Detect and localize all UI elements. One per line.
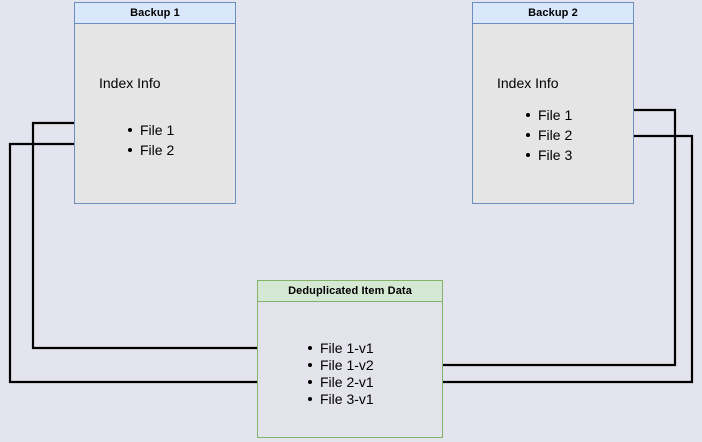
node-backup-2-header: Backup 2 — [473, 3, 633, 24]
node-backup-2-body: Index Info File 1 File 2 File 3 — [473, 24, 633, 203]
node-deduplicated-item-data-body: File 1-v1 File 1-v2 File 2-v1 File 3-v1 — [258, 302, 442, 437]
backup-2-file-list: File 1 File 2 File 3 — [525, 105, 572, 165]
list-item: File 3 — [525, 145, 572, 165]
list-item: File 3-v1 — [307, 391, 374, 408]
list-item: File 1 — [525, 105, 572, 125]
list-item: File 1 — [127, 120, 174, 140]
list-item: File 2-v1 — [307, 374, 374, 391]
list-item: File 2 — [525, 125, 572, 145]
node-deduplicated-item-data-header: Deduplicated Item Data — [258, 281, 442, 302]
list-item: File 2 — [127, 140, 174, 160]
backup-1-file-list: File 1 File 2 — [127, 120, 174, 160]
list-item: File 1-v1 — [307, 340, 374, 357]
backup-1-index-info-label: Index Info — [99, 75, 161, 91]
node-backup-1-header: Backup 1 — [75, 3, 235, 24]
list-item: File 1-v2 — [307, 357, 374, 374]
node-backup-1-body: Index Info File 1 File 2 — [75, 24, 235, 203]
node-backup-2[interactable]: Backup 2 Index Info File 1 File 2 File 3 — [472, 2, 634, 204]
node-deduplicated-item-data[interactable]: Deduplicated Item Data File 1-v1 File 1-… — [257, 280, 443, 438]
deduplicated-file-list: File 1-v1 File 1-v2 File 2-v1 File 3-v1 — [307, 340, 374, 408]
backup-2-index-info-label: Index Info — [497, 75, 559, 91]
node-backup-1[interactable]: Backup 1 Index Info File 1 File 2 — [74, 2, 236, 204]
